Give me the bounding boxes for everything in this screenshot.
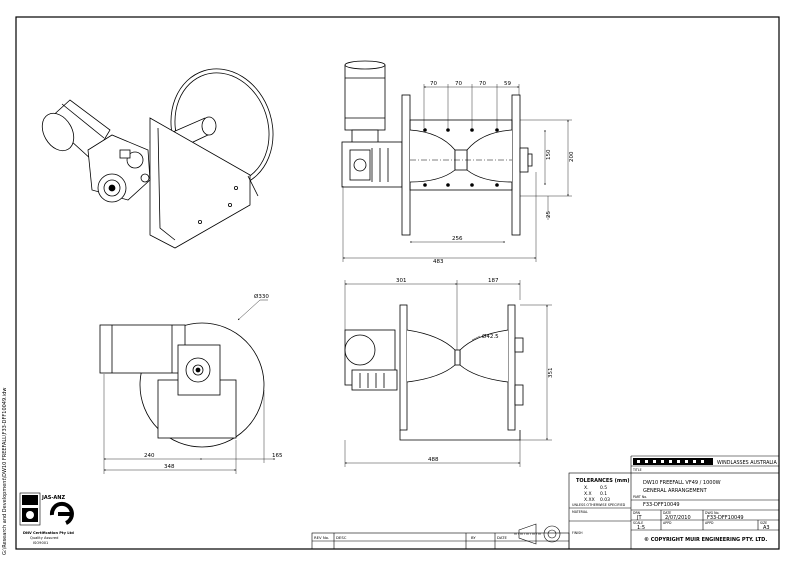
tol-key-1: X.X	[584, 491, 592, 497]
copyright: © COPYRIGHT MUIR ENGINEERING PTY. LTD.	[644, 537, 767, 543]
jas-anz-badge: JAS-ANZ	[41, 495, 65, 501]
dim-187: 187	[488, 278, 499, 284]
date-value: 2/07/2010	[665, 515, 691, 521]
scale-value: 1:5	[637, 525, 645, 531]
tol-val-1: 0.1	[600, 491, 607, 497]
part-no: F33-DFF10049	[643, 502, 680, 508]
dim-dia-330: Ø330	[254, 293, 269, 300]
dim-240: 240	[144, 453, 155, 459]
scale-label: SCALE	[633, 521, 643, 525]
tolerances-title: TOLERANCES (mm)	[576, 478, 630, 484]
title-line-1: DW10 FREEFALL VF49 / 1000W	[643, 480, 721, 486]
front-view	[344, 304, 524, 441]
side-view-dimensions	[103, 299, 276, 474]
file-path-text: G:\Research and Development\DW10 FREEFAL…	[2, 387, 8, 555]
by-label: BY	[471, 535, 476, 540]
projection-symbol-icon	[514, 523, 561, 545]
dim-200: 200	[569, 151, 575, 162]
date-label: DATE	[663, 511, 671, 515]
front-view-dim-labels: 301 187 Ø42.5 351 488	[396, 278, 554, 463]
dwg-value: F33-DFF10049	[707, 515, 744, 521]
size-value: A3	[763, 525, 770, 531]
title-label: TITLE	[632, 468, 642, 472]
cert-line-2: Quality Assured	[30, 536, 58, 540]
company-logo	[633, 458, 713, 465]
desc-label: DESC	[336, 535, 347, 540]
company-name: WINDLASSES AUSTRALIA	[717, 460, 777, 466]
appd2-label: APPD	[705, 521, 714, 525]
dim-70-c: 70	[479, 81, 486, 87]
drn-label: DRN	[633, 511, 641, 515]
dim-59: 59	[504, 81, 511, 87]
dim-70-b: 70	[455, 81, 462, 87]
finish-label: FINISH	[572, 531, 583, 535]
cert-line-3: ISO9001	[33, 541, 48, 545]
rev-date-label: DATE	[497, 535, 507, 540]
dim-dia-42-5: Ø42.5	[482, 333, 499, 340]
unless-specified: UNLESS OTHERWISE SPECIFIED	[572, 503, 626, 507]
dim-483: 483	[433, 259, 444, 265]
title-line-2: GENERAL ARRANGEMENT	[643, 488, 708, 494]
tol-val-0: 0.5	[600, 485, 607, 491]
front-view-dimensions	[344, 280, 552, 467]
part-no-label: PART No.	[633, 495, 647, 499]
tol-val-2: 0.03	[600, 497, 610, 503]
top-view-dimensions	[342, 84, 572, 262]
appd-label: APPD	[663, 521, 672, 525]
material-label: MATERIAL	[572, 510, 588, 514]
revision-labels: REV No. DESC BY DATE	[314, 535, 507, 540]
cert-line-1: DNV Certification Pty Ltd	[23, 531, 74, 535]
dim-165: 165	[272, 453, 283, 459]
isometric-view	[41, 68, 274, 249]
side-view-dim-labels: Ø330 240 165 348	[144, 293, 283, 470]
title-block	[568, 455, 780, 550]
tol-key-2: X.XX	[584, 497, 595, 503]
size-label: SIZE	[760, 521, 767, 525]
dwg-label: DWG No.	[705, 511, 719, 515]
dim-25: 25	[546, 211, 552, 218]
dim-150: 150	[546, 149, 552, 160]
title-block-text: WINDLASSES AUSTRALIA TITLE DW10 FREEFALL…	[572, 460, 777, 543]
tol-key-0: X.	[584, 485, 589, 491]
dim-488: 488	[428, 457, 439, 463]
certification-logo: JAS-ANZ DNV Certification Pty Ltd Qualit…	[19, 492, 74, 545]
dim-348: 348	[164, 464, 175, 470]
top-view	[341, 60, 533, 236]
side-view	[99, 322, 265, 448]
company-logo-pattern	[637, 460, 704, 463]
dim-70-a: 70	[430, 81, 437, 87]
drn-value: JT	[636, 515, 642, 521]
rev-no-label: REV No.	[314, 535, 329, 540]
dim-301: 301	[396, 278, 407, 284]
dim-351: 351	[548, 368, 554, 379]
dim-256: 256	[452, 236, 463, 242]
revision-block	[311, 532, 570, 550]
top-view-dim-labels: 70 70 70 59 150 200 25 256 483	[430, 81, 575, 265]
